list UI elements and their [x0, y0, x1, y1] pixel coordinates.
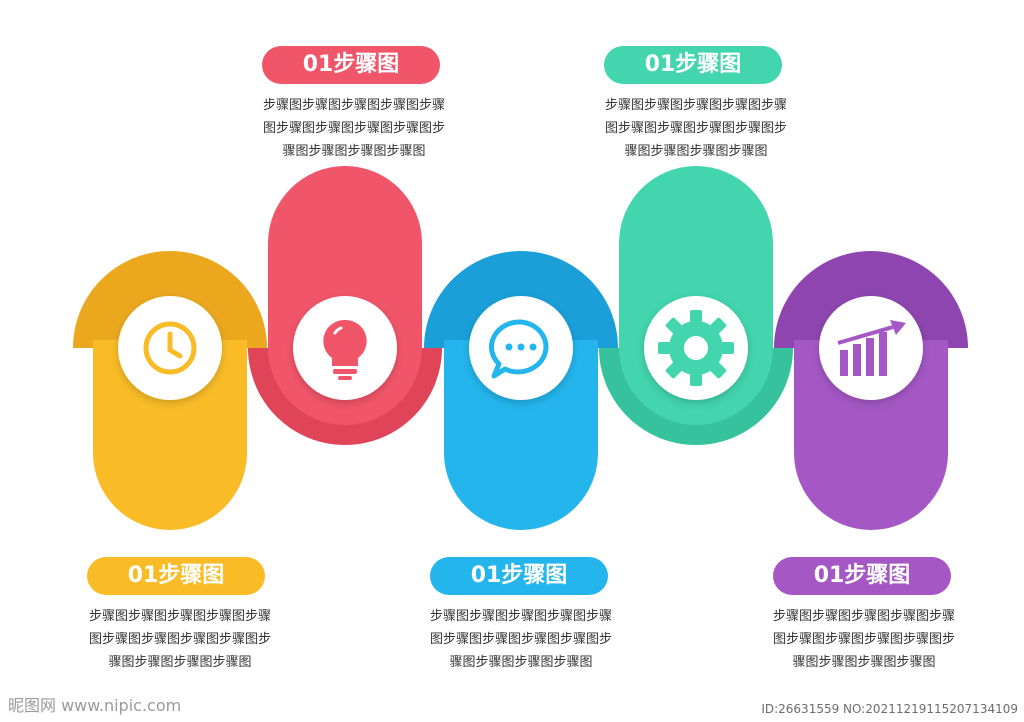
step-4-line-2: 图步骤图步骤图步骤图步骤图步: [604, 121, 787, 136]
step-5-description: 步骤图步骤图步骤图步骤图步骤 图步骤图步骤图步骤图步骤图步 骤图步骤图步骤图步骤…: [754, 605, 974, 674]
step-3-line-2: 图步骤图步骤图步骤图步骤图步: [429, 632, 612, 647]
watermark-id: ID:26631559 NO:20211219115207134109: [761, 702, 1018, 716]
step-5-icon-badge: [819, 296, 923, 400]
step-3-description: 步骤图步骤图步骤图步骤图步骤 图步骤图步骤图步骤图步骤图步 骤图步骤图步骤图步骤…: [411, 605, 631, 674]
bar-chart-icon: [837, 320, 906, 376]
step-5-line-2: 图步骤图步骤图步骤图步骤图步: [772, 632, 955, 647]
lightbulb-icon: [323, 319, 367, 380]
step-2-line-1: 步骤图步骤图步骤图步骤图步骤: [262, 98, 445, 113]
clock-icon: [143, 321, 197, 375]
step-1-line-3: 骤图步骤图步骤图步骤图: [108, 655, 252, 670]
chat-bubble-icon: [488, 319, 549, 379]
step-1-line-2: 图步骤图步骤图步骤图步骤图步: [88, 632, 271, 647]
step-2-icon-badge: [293, 296, 397, 400]
watermark-logo: 昵图网 www.nipic.com: [8, 696, 182, 715]
gear-icon: [658, 310, 734, 386]
step-1-title: 01步骤图: [87, 557, 265, 595]
step-4-line-3: 骤图步骤图步骤图步骤图: [624, 144, 768, 159]
step-5-title: 01步骤图: [773, 557, 951, 595]
step-4-description: 步骤图步骤图步骤图步骤图步骤 图步骤图步骤图步骤图步骤图步 骤图步骤图步骤图步骤…: [586, 94, 806, 163]
step-4-line-1: 步骤图步骤图步骤图步骤图步骤: [604, 98, 787, 113]
step-3-line-3: 骤图步骤图步骤图步骤图: [449, 655, 593, 670]
step-5-line-3: 骤图步骤图步骤图步骤图: [792, 655, 936, 670]
step-3-line-1: 步骤图步骤图步骤图步骤图步骤: [429, 609, 612, 624]
step-1-icon-badge: [118, 296, 222, 400]
step-1-line-1: 步骤图步骤图步骤图步骤图步骤: [88, 609, 271, 624]
step-4-icon-badge: [644, 296, 748, 400]
step-2-description: 步骤图步骤图步骤图步骤图步骤 图步骤图步骤图步骤图步骤图步 骤图步骤图步骤图步骤…: [244, 94, 464, 163]
step-2-title: 01步骤图: [262, 46, 440, 84]
step-2-line-3: 骤图步骤图步骤图步骤图: [282, 144, 426, 159]
step-3-title: 01步骤图: [430, 557, 608, 595]
step-2-line-2: 图步骤图步骤图步骤图步骤图步: [262, 121, 445, 136]
step-1-description: 步骤图步骤图步骤图步骤图步骤 图步骤图步骤图步骤图步骤图步 骤图步骤图步骤图步骤…: [70, 605, 290, 674]
step-3-icon-badge: [469, 296, 573, 400]
step-5-line-1: 步骤图步骤图步骤图步骤图步骤: [772, 609, 955, 624]
step-4-title: 01步骤图: [604, 46, 782, 84]
